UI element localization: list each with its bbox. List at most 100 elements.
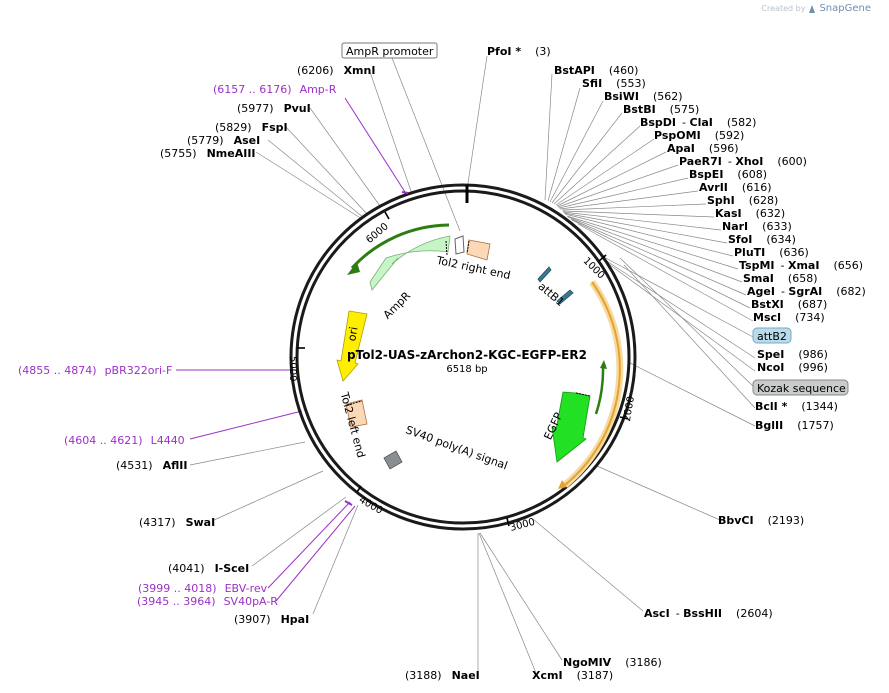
- primer-pbr322ori-f: (4855 .. 4874)pBR322ori-F: [18, 364, 172, 377]
- connector-sfoi: [563, 212, 728, 244]
- enzyme-pspomi: PspOMI(592): [654, 129, 744, 142]
- connector-xcmi: [478, 532, 537, 674]
- label-ampr-promoter: AmpR promoter: [346, 45, 434, 58]
- label-sv40: SV40 poly(A) signal: [404, 423, 509, 472]
- primer-connectors: [176, 97, 406, 602]
- enzyme-naei: (3188)NaeI: [405, 669, 480, 682]
- tol2-right-edge: [466, 240, 470, 254]
- tol2-left-feature: [345, 399, 368, 428]
- connector-bspei: [558, 177, 689, 209]
- tick-mark-1000: [598, 254, 607, 262]
- tol2-left-edge: [346, 400, 363, 406]
- enzyme-ncoi: NcoI(996): [757, 361, 828, 374]
- enzyme-pfoi: PfoI *(3): [487, 45, 551, 58]
- orf-arc: [564, 281, 621, 486]
- connector-aflii: [189, 441, 306, 466]
- connector-avrii: [559, 190, 699, 210]
- enzyme-bbvci: BbvCI(2193): [718, 514, 804, 527]
- enzyme-bspei: BspEI(608): [689, 168, 767, 181]
- enzyme-sphi: SphI(628): [707, 194, 778, 207]
- tick-mark-3000: [506, 517, 510, 527]
- connector-agei: [570, 218, 747, 296]
- connector-bcli: [623, 264, 756, 409]
- connector-apai: [556, 151, 667, 207]
- enzyme-xmni: (6206)XmnI: [297, 64, 375, 77]
- enzyme-bspdi: BspDI- ClaI(582): [640, 116, 756, 129]
- connector-ngomiv: [479, 532, 563, 661]
- credit-brand: SnapGene: [819, 3, 871, 14]
- enzyme-msci: MscI(734): [753, 311, 825, 324]
- enzyme-sfii: SfiI(553): [582, 77, 646, 90]
- label-attb1: attB1: [536, 280, 567, 309]
- connector-msci: [577, 223, 754, 322]
- connector-ebv-rev: [267, 501, 351, 589]
- ampr-orf-arc: [350, 223, 450, 270]
- tick-2000: 2000: [622, 395, 637, 422]
- connector-nari: [562, 211, 722, 231]
- egfp-feature: [551, 391, 591, 463]
- primer-sv40pa-r: (3945 .. 3964)SV40pA-R: [137, 595, 278, 608]
- enzyme-nari: NarI(633): [722, 220, 792, 233]
- connector-asci: [532, 518, 644, 612]
- connector-amp-r: [344, 97, 406, 193]
- tick-mark-2000: [619, 416, 629, 420]
- enzyme-hpai: (3907)HpaI: [234, 613, 309, 626]
- tick-5000: 5000: [287, 356, 298, 381]
- features: [336, 223, 624, 489]
- enzyme-pluti: PluTI(636): [734, 246, 809, 259]
- enzyme-nmeaiii: (5755)NmeAIII: [160, 147, 256, 160]
- enzyme-pvui: (5977)PvuI: [237, 102, 311, 115]
- connector-xmni: [369, 71, 413, 195]
- connector-bstxi: [571, 219, 751, 309]
- connector-bsiwi: [549, 100, 604, 203]
- ampr-orf-arrowhead: [347, 262, 360, 275]
- backbone-inner-ring: [295, 189, 631, 525]
- connector-hpai: [312, 504, 359, 615]
- label-ori: ori: [345, 326, 360, 342]
- primer-ebv-rev: (3999 .. 4018)EBV-rev: [138, 582, 268, 595]
- attb1-feature-a: [537, 266, 552, 283]
- credit-prefix: Created by: [761, 4, 806, 13]
- tick-3000: 3000: [509, 517, 536, 534]
- connector-smai: [567, 216, 743, 283]
- ampr-orf-boundary: [445, 240, 448, 256]
- connector-sfii: [547, 87, 581, 202]
- connector-paer7i: [557, 164, 679, 208]
- enzyme-asei: (5779)AseI: [187, 134, 260, 147]
- connector-bglii: [627, 361, 756, 427]
- enzyme-xcmi: XcmI(3187): [532, 669, 613, 682]
- connector-pspomi: [555, 138, 655, 206]
- enzyme-bstapi: BstAPI(460): [554, 64, 638, 77]
- egfp-orf-arc: [594, 367, 605, 415]
- tick-mark-6000: [384, 211, 390, 220]
- connector-pvui: [309, 107, 381, 207]
- connector-swai: [213, 470, 324, 521]
- enzyme-smai: SmaI(658): [743, 272, 818, 285]
- enzyme-labels-right: PfoI *(3) BstAPI(460) SfiI(553) BsiWI(56…: [487, 45, 866, 682]
- enzyme-bglii: BglII(1757): [755, 419, 834, 432]
- ampr-promoter-box: [341, 42, 438, 59]
- connector-tspmi: [566, 215, 739, 270]
- label-ampr: AmpR: [381, 289, 414, 322]
- label-connectors: [189, 55, 756, 674]
- primer-amp-r: (6157 .. 6176)Amp-R: [213, 83, 337, 96]
- sv40-feature: [383, 450, 403, 470]
- ori-feature: [336, 310, 368, 382]
- ampr-promoter-feature: [454, 235, 465, 255]
- attb2-box: [752, 327, 792, 344]
- enzyme-aflii: (4531)AflII: [116, 459, 187, 472]
- backbone: [289, 183, 637, 531]
- kozak-box: [752, 379, 849, 396]
- enzyme-tspmi: TspMI- XmaI(656): [739, 259, 863, 272]
- connector-iscei: [251, 496, 347, 567]
- connector-ampr-promoter: [391, 57, 461, 232]
- scale-ticks: [297, 211, 629, 527]
- label-tol2-right: Tol2 right end: [434, 254, 511, 283]
- orf-arrowhead: [558, 480, 567, 489]
- enzyme-paer7i: PaeR7I- XhoI(600): [679, 155, 807, 168]
- snapgene-logo-icon: [809, 4, 816, 13]
- enzyme-labels-left: (3188)NaeI (3907)HpaI (4041)I-SceI (4317…: [116, 64, 480, 682]
- plasmid-name: pTol2-UAS-zArchon2-KGC-EGFP-ER2: [347, 348, 587, 362]
- enzyme-sfoi: SfoI(634): [728, 233, 796, 246]
